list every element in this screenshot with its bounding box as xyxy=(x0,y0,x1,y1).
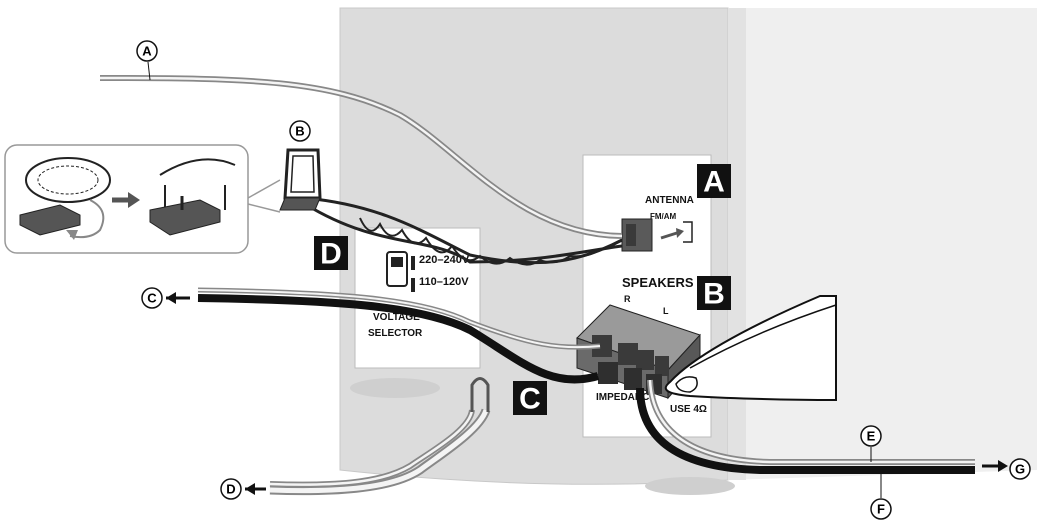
speaker-terminal-block xyxy=(576,304,701,400)
insert-arrow-icon xyxy=(676,228,684,238)
terminal-l-minus[interactable] xyxy=(636,350,654,370)
voltage-label-1: VOLTAGE xyxy=(373,312,420,323)
foot-left xyxy=(350,378,440,398)
use-label: USE 4Ω xyxy=(670,404,707,415)
speakers-label: SPEAKERS xyxy=(622,275,694,290)
callout-a: A xyxy=(136,40,158,81)
fm-am-label: FM/AM xyxy=(650,212,677,221)
callout-g: G xyxy=(982,458,1031,480)
terminal-l-plus[interactable] xyxy=(655,356,669,376)
svg-text:B: B xyxy=(295,124,304,139)
svg-text:D: D xyxy=(226,482,235,497)
svg-text:B: B xyxy=(703,278,725,311)
cable-a xyxy=(99,75,623,239)
step-box-b: B xyxy=(697,276,731,311)
callout-c: C xyxy=(141,287,190,309)
svg-text:D: D xyxy=(320,238,342,271)
callout-e: E xyxy=(860,425,882,462)
svg-text:A: A xyxy=(142,44,152,59)
antenna-label: ANTENNA xyxy=(645,195,694,206)
terminal-r-plus[interactable] xyxy=(592,335,612,357)
svg-text:F: F xyxy=(877,502,885,517)
cable-d xyxy=(269,377,491,496)
loop-antenna-cable xyxy=(304,196,623,266)
right-label: R xyxy=(624,294,631,304)
foot-right xyxy=(645,477,735,495)
svg-text:G: G xyxy=(1015,462,1025,477)
callout-d: D xyxy=(220,478,266,500)
callout-b: B xyxy=(289,120,311,142)
loop-antenna xyxy=(279,148,322,211)
voltage-high: 220–240V xyxy=(419,254,470,266)
callout-f: F xyxy=(870,470,892,520)
arrow-right-icon xyxy=(998,460,1008,472)
cable-e-f xyxy=(636,379,975,474)
inset-antenna-after xyxy=(149,158,236,236)
voltage-label-2: SELECTOR xyxy=(368,328,423,339)
terminal-r-minus[interactable] xyxy=(618,343,638,365)
svg-text:C: C xyxy=(519,383,541,416)
hand-illustration xyxy=(664,295,837,402)
antenna-terminal-icon xyxy=(683,221,693,243)
arrow-left-icon xyxy=(166,292,176,304)
cable-c xyxy=(197,287,601,384)
impedance-label: IMPEDANCE xyxy=(596,392,656,403)
svg-text:A: A xyxy=(703,166,725,199)
inset-antenna-before xyxy=(19,157,111,240)
svg-text:C: C xyxy=(147,291,157,306)
left-label: L xyxy=(663,306,669,316)
cable-clip xyxy=(470,377,490,412)
inset-detail xyxy=(4,144,281,254)
step-box-a: A xyxy=(697,164,731,199)
arrow-left-icon xyxy=(245,483,255,495)
voltage-low: 110–120V xyxy=(419,276,469,288)
svg-text:E: E xyxy=(867,429,876,444)
step-box-d: D xyxy=(314,236,348,271)
step-box-c: C xyxy=(513,381,547,416)
